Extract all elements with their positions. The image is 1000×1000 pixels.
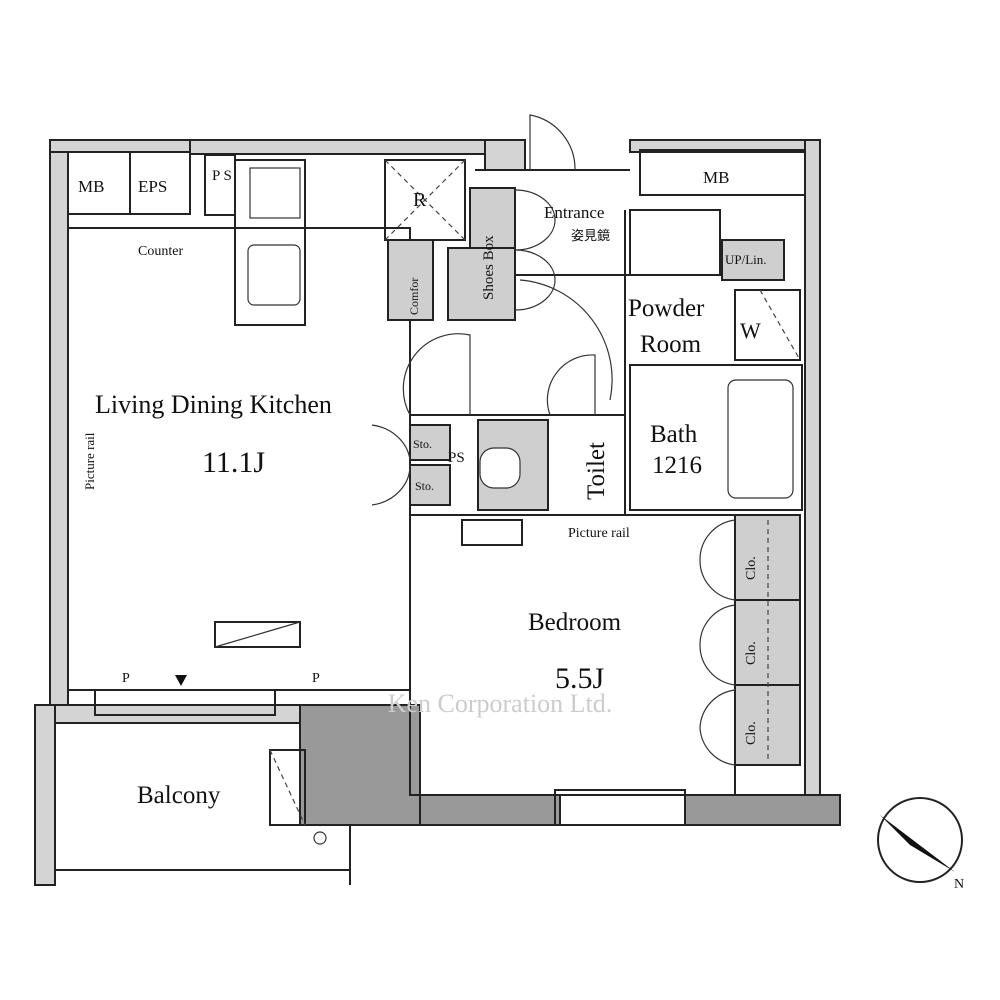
powder-room-label-1: Powder xyxy=(628,295,705,322)
bath-label: Bath xyxy=(650,421,698,448)
ps-top-label: P S xyxy=(212,168,232,184)
shoes-box-label: Shoes Box xyxy=(481,235,497,300)
up-lin-label: UP/Lin. xyxy=(725,252,767,267)
picture-rail-bedroom-label: Picture rail xyxy=(568,526,630,541)
powder-room-label-2: Room xyxy=(640,331,702,358)
counter-label: Counter xyxy=(138,244,183,259)
balcony-label: Balcony xyxy=(137,782,221,809)
bedroom-size-label: 5.5J xyxy=(555,662,605,695)
ldk-size-label: 11.1J xyxy=(202,446,265,479)
mirror-label: 姿見鏡 xyxy=(571,228,610,243)
bath-size-label: 1216 xyxy=(652,452,702,479)
compass-north-label: N xyxy=(954,877,964,892)
p-right-label: P xyxy=(312,671,320,686)
sto-label-2: Sto. xyxy=(415,479,434,493)
picture-rail-left-label: Picture rail xyxy=(82,432,97,490)
interior-lines xyxy=(55,114,806,885)
toilet-label: Toilet xyxy=(583,442,610,500)
mb-right-label: MB xyxy=(703,168,729,187)
refrigerator-label: R xyxy=(413,189,427,211)
closet-label-1: Clo. xyxy=(744,556,759,580)
eps-label: EPS xyxy=(138,177,167,196)
washer-label: W xyxy=(740,318,761,343)
closet-label-3: Clo. xyxy=(744,721,759,745)
closet-label-2: Clo. xyxy=(744,641,759,665)
ldk-label: Living Dining Kitchen xyxy=(95,390,332,419)
entrance-label: Entrance xyxy=(544,203,604,222)
ps-mid-label: PS xyxy=(448,450,465,466)
compass-icon: N xyxy=(877,797,964,892)
p-left-label: P xyxy=(122,671,130,686)
comfor-label: Comfor xyxy=(407,278,421,315)
bedroom-label: Bedroom xyxy=(528,609,622,636)
watermark: Ken Corporation Ltd. xyxy=(388,689,613,718)
sto-label-1: Sto. xyxy=(413,437,432,451)
mb-left-label: MB xyxy=(78,177,104,196)
